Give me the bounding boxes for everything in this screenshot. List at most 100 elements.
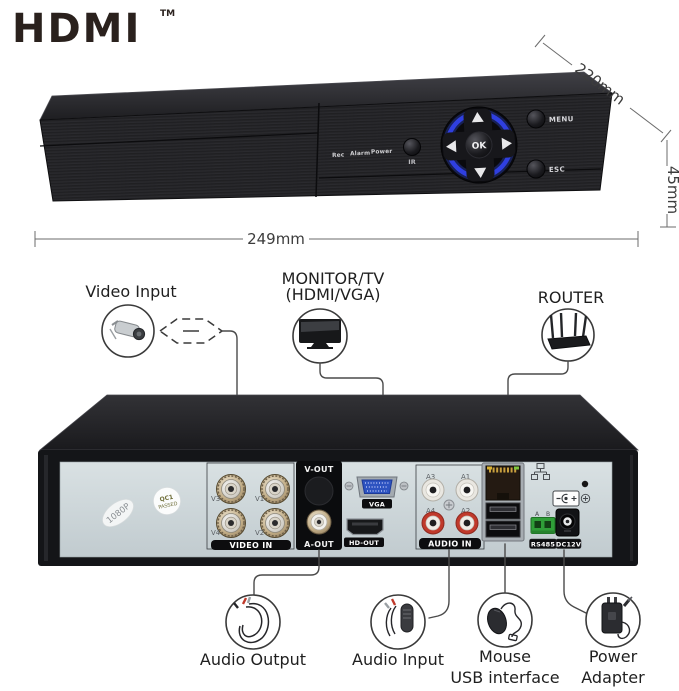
bnc-port-v1[interactable] [260,474,290,504]
dvr-front-view: Rec Alarm Power IR OK MENU [39,71,614,202]
rca-port-a3[interactable] [421,478,445,502]
camera-icon [109,320,146,341]
qc-sticker-line1: QC1 [159,494,174,504]
vout-aout-group: V-OUT A-OUT [296,461,342,550]
menu-button-cap[interactable] [526,109,546,129]
video-input-label: Video Input [85,282,176,301]
dpad-left-icon[interactable] [446,140,457,153]
reset-hole[interactable] [581,480,589,488]
ethernet-led-yellow [487,466,492,470]
audio-in-group: A3 A1 A4 A2 [415,464,485,550]
bnc-port-v2[interactable] [260,508,290,538]
dvr-rear-view: 1080P QC1 PASSED [38,394,640,566]
dpad[interactable]: OK [439,105,519,185]
hdmi-port[interactable] [346,518,384,536]
video-input-callout-line [221,330,238,477]
callout-video-input: Video Input [85,282,238,477]
audio-input-callout-line [428,549,450,619]
audio-cable-icon [233,596,270,644]
router-callout-line [507,360,569,463]
bnc-port-v3[interactable] [216,474,246,504]
menu-button[interactable]: MENU [526,109,574,129]
dpad-right-icon[interactable] [501,137,513,150]
usb-port-1[interactable] [485,502,521,520]
video-in-label-bar [211,540,291,550]
vga-label-bar [362,499,392,509]
mouse-label-line2: USB interface [450,668,559,687]
monitor-label-line1: MONITOR/TV [282,269,385,288]
port-label-a1: A1 [461,473,470,481]
mouse-icon [487,602,522,642]
rs485-terminal-a-label: A [535,511,540,518]
power-callout-line [563,549,589,615]
microphone-icon [384,598,414,637]
hdmi-logo: HDMI TM [12,6,175,52]
rs485-terminal-block[interactable] [530,517,556,534]
front-seam-left [39,132,319,147]
qc-sticker: QC1 PASSED [153,487,181,515]
front-seam-vertical [315,102,320,198]
vout-port[interactable] [304,476,334,506]
trademark-symbol: TM [160,9,175,19]
led-label-alarm: Alarm [350,151,370,158]
network-icon [531,463,550,480]
hdout-label: HD-OUT [349,539,379,547]
port-label-v3: V3 [211,495,220,503]
menu-button-label: MENU [549,115,574,124]
esc-button[interactable]: ESC [526,159,565,179]
rear-top-face [38,394,640,451]
vga-group: VGA [344,476,409,509]
dc-jack[interactable] [555,508,580,537]
audio-input-label: Audio Input [352,650,444,669]
router-icon [547,312,591,350]
rca-port-a1[interactable] [455,478,479,502]
audio-input-circle [370,594,426,650]
bnc-port-v4[interactable] [216,508,246,538]
router-label: ROUTER [538,288,604,307]
port-label-a3: A3 [426,473,435,481]
vga-port[interactable] [356,476,398,498]
ground-icon [580,493,591,504]
hdout-label-bar [344,537,384,547]
power-label-line2: Adapter [581,668,645,687]
dimension-height: 45mm [660,140,679,228]
port-label-v2: V2 [255,529,264,537]
rca-port-a2[interactable] [455,511,479,535]
ir-label: IR [408,158,415,166]
ok-button[interactable] [465,131,493,159]
callout-mouse: Mouse USB interface [450,592,560,687]
vga-screw-left [344,481,354,491]
ethernet-port[interactable] [485,465,521,501]
mouse-label-line1: Mouse [479,647,531,666]
dc-power-group: DC12V [555,508,582,549]
rear-left-bezel-highlight [44,455,48,561]
monitor-label-line2: (HDMI/VGA) [285,285,380,304]
aout-label: A-OUT [304,540,334,549]
qc-sticker-line2: PASSED [158,501,178,511]
ethernet-led-green [514,466,519,470]
audio-in-label-bar [419,538,481,549]
rca-port-a4[interactable] [421,511,445,535]
callout-router: ROUTER [507,288,604,463]
esc-button-cap[interactable] [526,159,546,179]
port-label-v4: V4 [211,529,221,537]
dimension-width-label: 249mm [247,230,305,248]
power-adapter-icon [601,596,633,640]
led-label-rec: Rec [332,153,345,159]
dpad-down-icon[interactable] [474,167,487,179]
audio-output-callout-line [253,549,320,595]
lan-usb-block [481,462,525,542]
rs485-group: A B RS485 [529,511,557,549]
audio-output-label: Audio Output [200,650,306,669]
callout-power-adapter: Power Adapter [581,592,645,687]
vga-label: VGA [369,501,385,509]
usb-port-2[interactable] [485,520,521,538]
hdmi-group: HD-OUT [344,518,384,547]
dimension-height-label: 45mm [664,166,679,214]
aout-port[interactable] [306,509,332,535]
dpad-up-icon[interactable] [471,112,484,123]
video-in-label: VIDEO IN [230,541,273,550]
led-labels: Rec Alarm Power [332,149,392,159]
port-label-v1: V1 [255,495,264,503]
